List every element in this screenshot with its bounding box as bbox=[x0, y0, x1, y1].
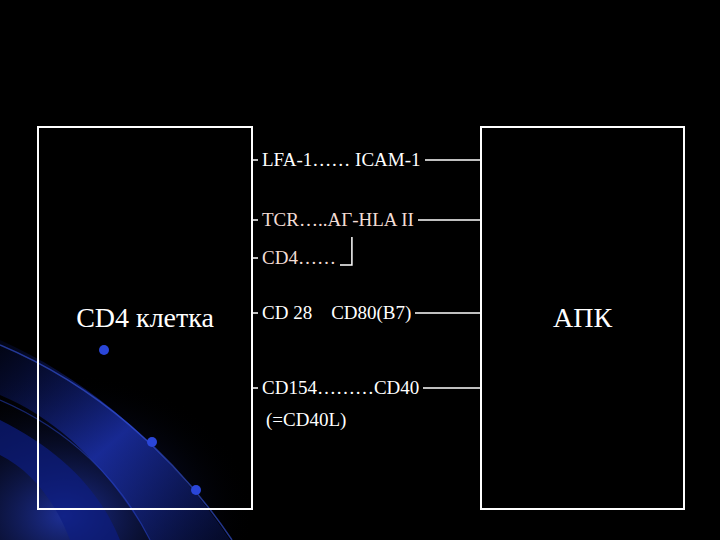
cell-name: АПК bbox=[553, 302, 612, 334]
molecule-pair: TCR…..АГ-HLA II bbox=[258, 209, 418, 231]
swoosh-band bbox=[0, 340, 230, 540]
bracket-line bbox=[338, 237, 352, 265]
molecule-pair: CD154………CD40 bbox=[258, 377, 423, 399]
molecule-label: CD4…… bbox=[258, 247, 340, 269]
decor-dot bbox=[191, 485, 201, 495]
cell-box: АПК bbox=[480, 126, 685, 510]
decor-dot bbox=[99, 345, 109, 355]
decor-dot bbox=[147, 437, 157, 447]
molecule-pair: CD 28 CD80(B7) bbox=[258, 302, 415, 324]
molecule-label: (=CD40L) bbox=[262, 409, 350, 431]
cell-box: CD4 клетка bbox=[37, 126, 253, 510]
connector-group bbox=[253, 160, 480, 388]
swoosh-arc bbox=[0, 400, 150, 540]
cell-name: CD4 клетка bbox=[76, 302, 214, 334]
molecule-pair: LFA-1…… ICAM-1 bbox=[258, 149, 425, 171]
swoosh-band bbox=[0, 420, 120, 540]
swoosh-arc bbox=[0, 345, 232, 540]
